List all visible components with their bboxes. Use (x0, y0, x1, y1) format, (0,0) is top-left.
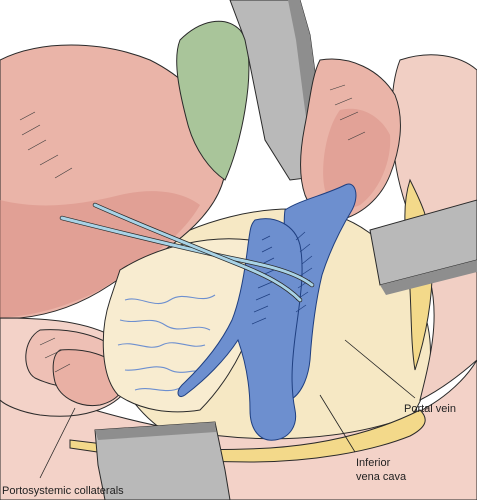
liver-hatching (19, 84, 366, 373)
collaterals-leader (39, 407, 76, 479)
portal-vein-label: Portal vein (404, 403, 456, 415)
collaterals-label: Portosystemic collaterals (2, 485, 124, 497)
vessel-loop-2-fill (93, 203, 302, 302)
right-retractor (369, 199, 477, 286)
ivc-leader (319, 394, 356, 453)
green-organ (176, 20, 250, 181)
collateral-vessels (117, 294, 216, 392)
portal-vein-leader (344, 339, 416, 399)
ivc-label-line2: vena cava (356, 471, 407, 483)
liver-left-lobe-shadow (0, 191, 200, 318)
ivc-label-line1: Inferior (356, 457, 391, 469)
right-retractor-shadow (380, 260, 477, 295)
inferior-vena-cava (177, 218, 303, 441)
bottom-retractor-shadow (95, 422, 216, 440)
vein-hatching (251, 231, 313, 325)
liver-right-lobe-shadow (323, 108, 391, 208)
